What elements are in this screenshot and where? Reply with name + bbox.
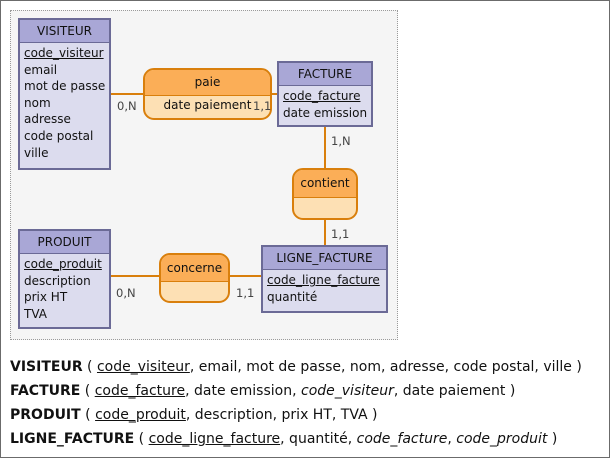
entity-attribute: code postal: [24, 128, 94, 143]
schema-table-name: LIGNE_FACTURE: [10, 431, 135, 447]
entity-attribute: email: [24, 62, 58, 77]
cardinality-ligne-contient: 1,1: [331, 227, 350, 241]
schema-primary-key: code_visiteur: [96, 359, 190, 375]
entity-key-attribute: code_visiteur: [24, 46, 104, 60]
entity-title: FACTURE: [279, 63, 371, 86]
entity-attribute: date emission: [283, 105, 368, 120]
schema-foreign-key: code_produit: [456, 431, 548, 447]
entity-key-attribute: code_facture: [283, 89, 361, 103]
schema-table-name: PRODUIT: [10, 407, 81, 423]
entity-facture: FACTURE code_facture date emission: [277, 61, 373, 127]
schema-attributes: , email, mot de passe, nom, adresse, cod…: [189, 359, 572, 375]
cardinality-facture-paie: 1,1: [253, 99, 272, 113]
schema-line-visiteur: VISITEUR ( code_visiteur, email, mot de …: [10, 359, 582, 375]
association-title: contient: [294, 170, 356, 198]
entity-produit: PRODUIT code_produit description prix HT…: [18, 229, 111, 329]
entity-attribute: TVA: [24, 306, 47, 321]
cardinality-visiteur-paie: 0,N: [117, 99, 137, 113]
cardinality-produit-concerne: 0,N: [116, 286, 136, 300]
entity-key-attribute: code_ligne_facture: [267, 273, 380, 287]
schema-attributes: , description, prix HT, TVA: [185, 407, 368, 423]
entity-title: LIGNE_FACTURE: [263, 247, 386, 270]
entity-attribute: adresse: [24, 112, 71, 127]
association-paie: paie date paiement: [143, 68, 272, 120]
entity-title: PRODUIT: [20, 231, 109, 254]
entity-title: VISITEUR: [20, 20, 109, 43]
association-concerne: concerne: [159, 253, 230, 303]
association-title: paie: [145, 70, 270, 96]
cardinality-facture-contient: 1,N: [331, 134, 351, 148]
entity-attribute: mot de passe: [24, 79, 106, 94]
schema-table-name: FACTURE: [10, 383, 81, 399]
entity-attribute: quantité: [267, 289, 318, 304]
entity-attribute: ville: [24, 145, 49, 160]
schema-attributes: , date emission,: [185, 383, 301, 399]
schema-table-name: VISITEUR: [10, 359, 83, 375]
schema-foreign-key: code_facture: [356, 431, 448, 447]
association-contient: contient: [292, 168, 358, 220]
association-title: concerne: [161, 255, 228, 282]
schema-primary-key: code_produit: [95, 407, 186, 423]
entity-attribute: prix HT: [24, 290, 68, 305]
schema-attributes: , quantité,: [280, 431, 357, 447]
schema-line-produit: PRODUIT ( code_produit, description, pri…: [10, 407, 378, 423]
schema-line-facture: FACTURE ( code_facture, date emission, c…: [10, 383, 516, 399]
entity-ligne-facture: LIGNE_FACTURE code_ligne_facture quantit…: [261, 245, 388, 313]
schema-line-ligne-facture: LIGNE_FACTURE ( code_ligne_facture, quan…: [10, 431, 558, 447]
entity-attribute: nom: [24, 95, 51, 110]
schema-primary-key: code_facture: [94, 383, 186, 399]
entity-key-attribute: code_produit: [24, 257, 102, 271]
schema-primary-key: code_ligne_facture: [148, 431, 281, 447]
schema-foreign-key: code_visiteur: [301, 383, 394, 399]
entity-attribute: description: [24, 273, 91, 288]
entity-visiteur: VISITEUR code_visiteur email mot de pass…: [18, 18, 111, 170]
schema-attributes: ,: [447, 431, 457, 447]
schema-attributes: , date paiement: [393, 383, 506, 399]
association-attribute: date paiement: [163, 98, 252, 112]
cardinality-ligne-concerne: 1,1: [236, 286, 255, 300]
